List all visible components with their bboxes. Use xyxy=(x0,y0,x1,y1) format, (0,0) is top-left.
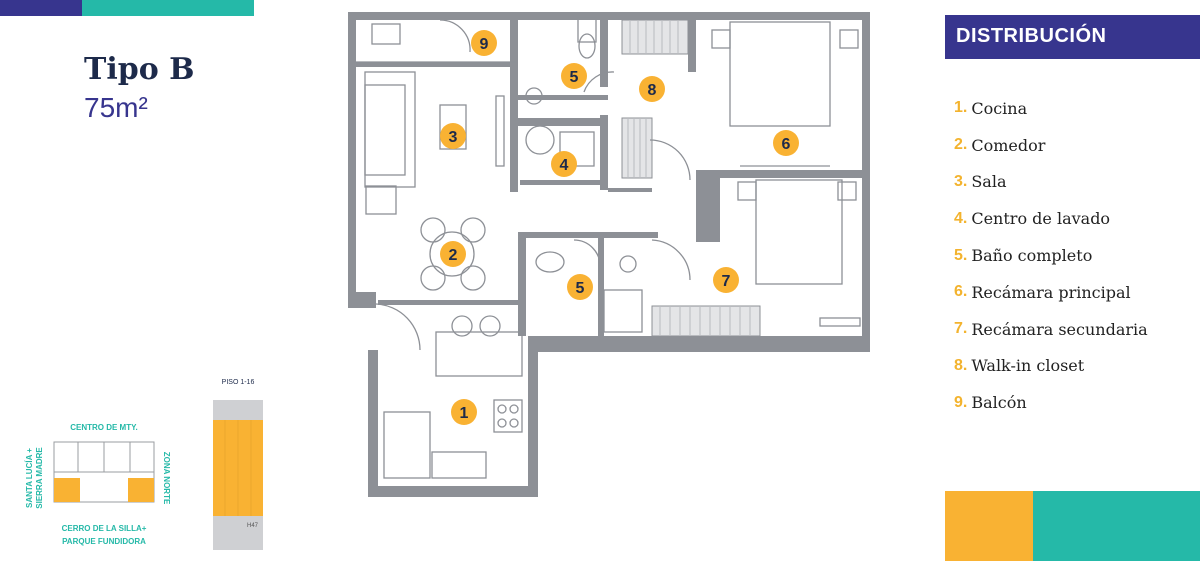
marker-5a: 5 xyxy=(570,69,579,86)
map-label-top: CENTRO DE MTY. xyxy=(70,423,138,432)
list-item: 5.Baño completo xyxy=(954,246,1093,266)
bottom-accent-teal xyxy=(1033,491,1200,561)
marker-9: 9 xyxy=(480,36,489,53)
unit-type-title: Tipo B xyxy=(84,52,195,87)
marker-3: 3 xyxy=(449,129,458,146)
list-item: 3.Sala xyxy=(954,172,1007,192)
map-label-right: ZONA NORTE xyxy=(162,452,171,505)
list-item: 7.Recámara secundaria xyxy=(954,319,1148,339)
tower-code: H47 xyxy=(247,523,259,529)
bottom-accent-yellow xyxy=(945,491,1033,561)
unit-area: 75m² xyxy=(84,92,148,123)
map-label-bottom-1: CERRO DE LA SILLA+ xyxy=(62,524,147,533)
tower-elevation: PISO 1-16 H47 xyxy=(213,379,263,550)
hatch-patterns xyxy=(621,19,761,337)
room-markers: 1 2 3 4 5 5 6 7 8 9 xyxy=(440,30,799,425)
list-item: 9.Balcón xyxy=(954,393,1027,413)
marker-7: 7 xyxy=(722,273,731,290)
location-map: CENTRO DE MTY. CERRO DE LA SILLA+ PARQUE… xyxy=(25,423,171,546)
map-label-bottom-2: PARQUE FUNDIDORA xyxy=(62,537,146,546)
map-label-left-1: SANTA LUCÍA + xyxy=(25,448,34,508)
marker-4: 4 xyxy=(560,157,569,174)
marker-8: 8 xyxy=(648,82,657,99)
list-item: 1.Cocina xyxy=(954,98,1028,118)
tower-floor-label: PISO 1-16 xyxy=(222,379,255,386)
list-item: 4.Centro de lavado xyxy=(954,209,1111,229)
list-item: 8.Walk-in closet xyxy=(954,356,1085,376)
map-label-left-2: SIERRA MADRE xyxy=(35,447,44,509)
floor-plan: 1 2 3 4 5 5 6 7 8 9 xyxy=(348,12,870,497)
top-accent-teal xyxy=(82,0,254,16)
walls xyxy=(348,12,870,497)
distribution-heading: DISTRIBUCIÓN xyxy=(956,25,1107,47)
marker-6: 6 xyxy=(782,136,791,153)
distribution-list: 1.Cocina 2.Comedor 3.Sala 4.Centro de la… xyxy=(954,90,1148,421)
furniture xyxy=(356,17,861,479)
distribution-header xyxy=(945,15,1200,59)
marker-5b: 5 xyxy=(576,280,585,297)
top-accent-navy xyxy=(0,0,82,16)
list-item: 2.Comedor xyxy=(954,135,1046,155)
marker-2: 2 xyxy=(449,247,458,264)
marker-1: 1 xyxy=(460,405,469,422)
list-item: 6.Recámara principal xyxy=(954,282,1131,302)
